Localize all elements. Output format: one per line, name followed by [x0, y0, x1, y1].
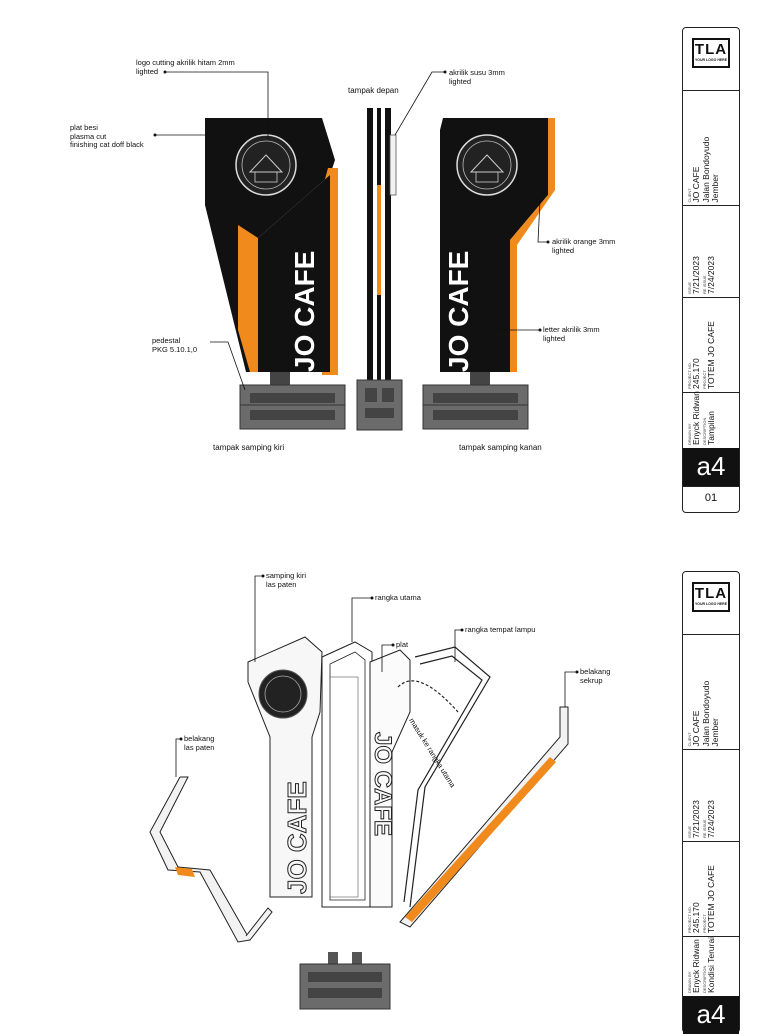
project-cell: PROJECT NO. 245.170 PROJECT TOTEM JO CAF… [683, 297, 739, 393]
tla-logo-text-2: TLA [694, 585, 728, 602]
exploded-pedestal [299, 952, 391, 1010]
drawn-value-2: Enyck Ridwan [691, 939, 701, 993]
sheet-2: JO CAFE JO CAFE [0, 512, 768, 1034]
left-sign: JO CAFE [205, 118, 346, 430]
tla-logo-sub: YOUR LOGO HERE [694, 58, 728, 62]
label-right-view: tampak samping kanan [459, 443, 542, 452]
label-belakang-las: belakang las paten [184, 734, 215, 752]
right-sign: JO CAFE [422, 118, 555, 430]
label-letter-akrilik: letter akrilik 3mm lighted [543, 325, 600, 343]
projno-value: 245.170 [691, 358, 701, 389]
exploded-side-text: JO CAFE [282, 781, 312, 894]
label-rangka-utama: rangka utama [375, 593, 421, 602]
issue-value-2: 7/21/2023 [691, 800, 701, 838]
tla-logo: TLA YOUR LOGO HERE [692, 38, 730, 68]
desc-value-2: Kondisi Terurai [705, 936, 716, 993]
exploded-main-frame [321, 641, 373, 908]
right-sign-orange-edge [510, 118, 555, 372]
exploded-back-strip [399, 706, 569, 928]
front-sign [356, 108, 403, 431]
issue-cell: ISSUE 7/21/2023 RE ISSUE 7/24/2023 [683, 205, 739, 298]
label-plat-besi: plat besi plasma cut finishing cat doff … [70, 123, 144, 149]
right-sign-text: JO CAFE [443, 251, 474, 372]
reissue-value: 7/24/2023 [705, 256, 716, 294]
issue-cell-2: ISSUE 7/21/2023 RE ISSUE 7/24/2023 [683, 749, 739, 842]
desc-value: Tampilan [705, 410, 716, 445]
sheet-1-drawing: JO CAFE JO CAFE [153, 70, 555, 431]
right-logo-emblem [456, 134, 518, 196]
exploded-lamp-frame [397, 646, 491, 908]
label-akrilik-orange: akrilik orange 3mm lighted [552, 237, 616, 255]
drawn-value: Enyck Ridwan [691, 391, 701, 445]
exploded-left-back [149, 776, 273, 943]
paper-size-2: a4 [683, 996, 739, 1034]
reissue-value-2: 7/24/2023 [705, 800, 716, 838]
tla-logo-2: TLA YOUR LOGO HERE [692, 582, 730, 612]
exploded-plat-text: JO CAFE [369, 732, 396, 836]
label-front-view: tampak depan [348, 86, 399, 95]
label-belakang-sekrup: belakang sekrup [580, 667, 611, 685]
sheet-1: JO CAFE JO CAFE [0, 0, 768, 513]
drawn-cell-2: DRAWN BY Enyck Ridwan DESCRIPTION Kondis… [683, 936, 739, 997]
label-plat: plat [396, 640, 409, 649]
exploded-logo-emblem [258, 669, 308, 719]
title-block-1: TLA YOUR LOGO HERE CLIENT JO CAFE Jalan … [682, 27, 740, 513]
left-logo-emblem [235, 134, 297, 196]
label-rangka-lampu: rangka tempat lampu [465, 625, 536, 634]
left-sign-text: JO CAFE [289, 251, 320, 372]
title-block-2: TLA YOUR LOGO HERE CLIENT JO CAFE Jalan … [682, 571, 740, 1034]
client-cell-2: CLIENT JO CAFE Jalan Bondoyudo Jember [683, 634, 739, 750]
client-cell: CLIENT JO CAFE Jalan Bondoyudo Jember [683, 90, 739, 206]
sheet1-leaders [155, 71, 548, 391]
label-samping-kiri: samping kiri las paten [266, 571, 307, 589]
projno-value-2: 245.170 [691, 902, 701, 933]
exploded-side-panel: JO CAFE [247, 636, 323, 898]
sheet-number: 01 [683, 486, 739, 509]
issue-value: 7/21/2023 [691, 256, 701, 294]
drawn-cell: DRAWN BY Enyck Ridwan DESCRIPTION Tampil… [683, 391, 739, 449]
project-value: TOTEM JO CAFE [705, 321, 716, 389]
label-pedestal: pedestal PKG 5.10.1,0 [152, 336, 198, 354]
sheet2-leaders [175, 575, 577, 777]
paper-size: a4 [683, 448, 739, 486]
tla-logo-sub-2: YOUR LOGO HERE [694, 602, 728, 606]
client-value: JO CAFE Jalan Bondoyudo Jember [691, 136, 720, 202]
label-logo-cutting: logo cutting akrilik hitam 2mm lighted [136, 58, 235, 76]
label-left-view: tampak samping kiri [213, 443, 285, 452]
exploded-plat: JO CAFE [369, 649, 411, 908]
project-cell-2: PROJECT NO. 245.170 PROJECT TOTEM JO CAF… [683, 841, 739, 937]
tla-logo-text: TLA [694, 41, 728, 58]
label-akrilik-susu: akrilik susu 3mm lighted [449, 68, 505, 86]
client-value-2: JO CAFE Jalan Bondoyudo Jember [691, 680, 720, 746]
project-value-2: TOTEM JO CAFE [705, 865, 716, 933]
sheet-2-drawing: JO CAFE JO CAFE [149, 574, 579, 1010]
